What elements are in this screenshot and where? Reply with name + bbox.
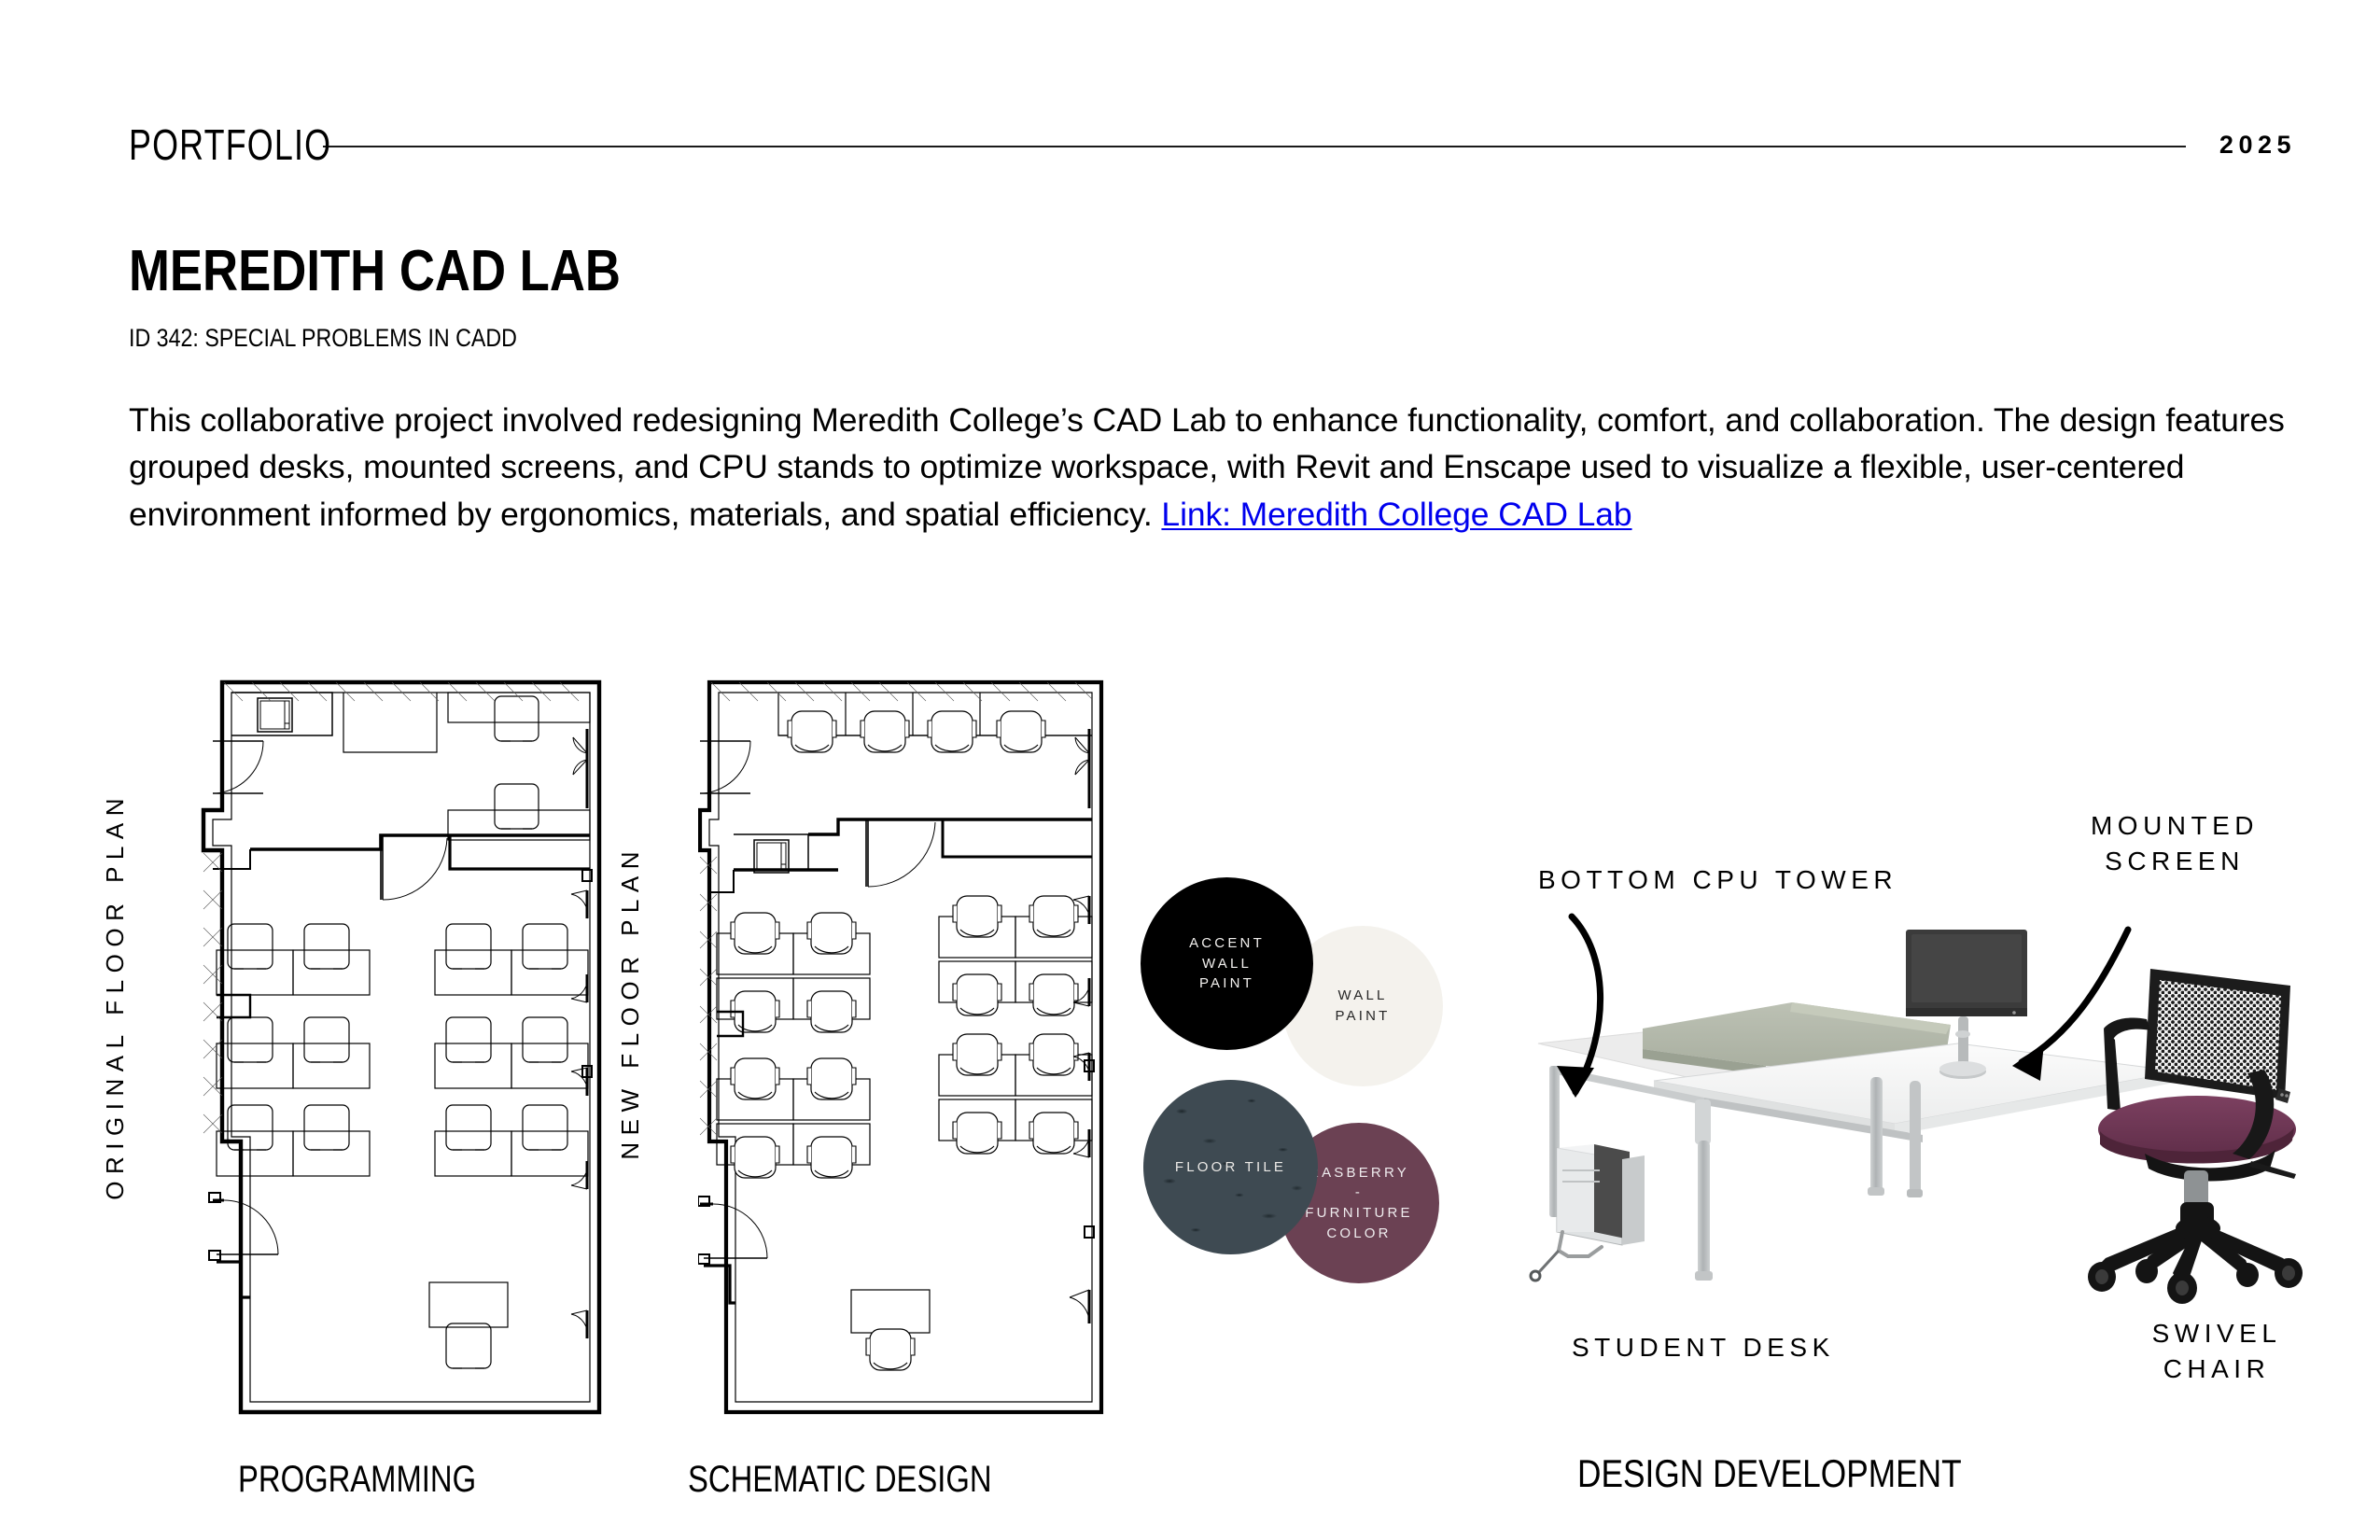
swatch-floor-tile: FLOOR TILE [1143, 1080, 1318, 1254]
swatch-wall-paint-label: WALL PAINT [1335, 987, 1391, 1024]
material-palette: ACCENT WALL PAINT WALL PAINT FLOOR TILE … [1141, 877, 1467, 1283]
portfolio-label: PORTFOLIO [129, 120, 332, 169]
original-floor-plan-axis-label: ORIGINAL FLOOR PLAN [101, 791, 129, 1200]
original-floor-plan-drawing [196, 670, 611, 1421]
swatch-floor-tile-label: FLOOR TILE [1174, 1158, 1287, 1175]
annotation-student-desk: STUDENT DESK [1572, 1333, 1835, 1362]
cpu-holder-graphic [1529, 1144, 1645, 1282]
annotation-bottom-cpu-tower: BOTTOM CPU TOWER [1538, 865, 1898, 894]
meredith-cad-lab-link[interactable]: Link: Meredith College CAD Lab [1161, 495, 1632, 533]
project-subtitle: ID 342: SPECIAL PROBLEMS IN CADD [129, 324, 517, 352]
swatch-rasberry-furniture-color-label: RASBERRY - FURNITURE COLOR [1305, 1164, 1413, 1241]
annotation-swivel-chair: SWIVEL CHAIR [2151, 1319, 2282, 1383]
new-floor-plan-axis-label: NEW FLOOR PLAN [616, 845, 644, 1160]
caption-schematic-design: SCHEMATIC DESIGN [688, 1459, 992, 1500]
swatch-accent-wall-paint: ACCENT WALL PAINT [1141, 877, 1313, 1050]
page-header: PORTFOLIO 2025 [129, 117, 2296, 173]
annotation-mounted-screen: MOUNTED SCREEN [2090, 811, 2260, 875]
project-description: This collaborative project involved rede… [129, 397, 2303, 538]
swivel-chair-graphic [2088, 969, 2303, 1304]
page-title: MEREDITH CAD LAB [129, 239, 621, 303]
description-body: This collaborative project involved rede… [129, 401, 2285, 533]
caption-design-development: DESIGN DEVELOPMENT [1577, 1451, 1962, 1495]
header-year: 2025 [2219, 130, 2296, 159]
caption-programming: PROGRAMMING [238, 1459, 477, 1500]
swatch-accent-wall-paint-label: ACCENT WALL PAINT [1189, 934, 1265, 992]
new-floor-plan-drawing [698, 670, 1113, 1421]
header-divider-rule [323, 146, 2186, 147]
design-development-render [1521, 924, 2315, 1316]
mounted-monitor-graphic [1906, 930, 2027, 1079]
